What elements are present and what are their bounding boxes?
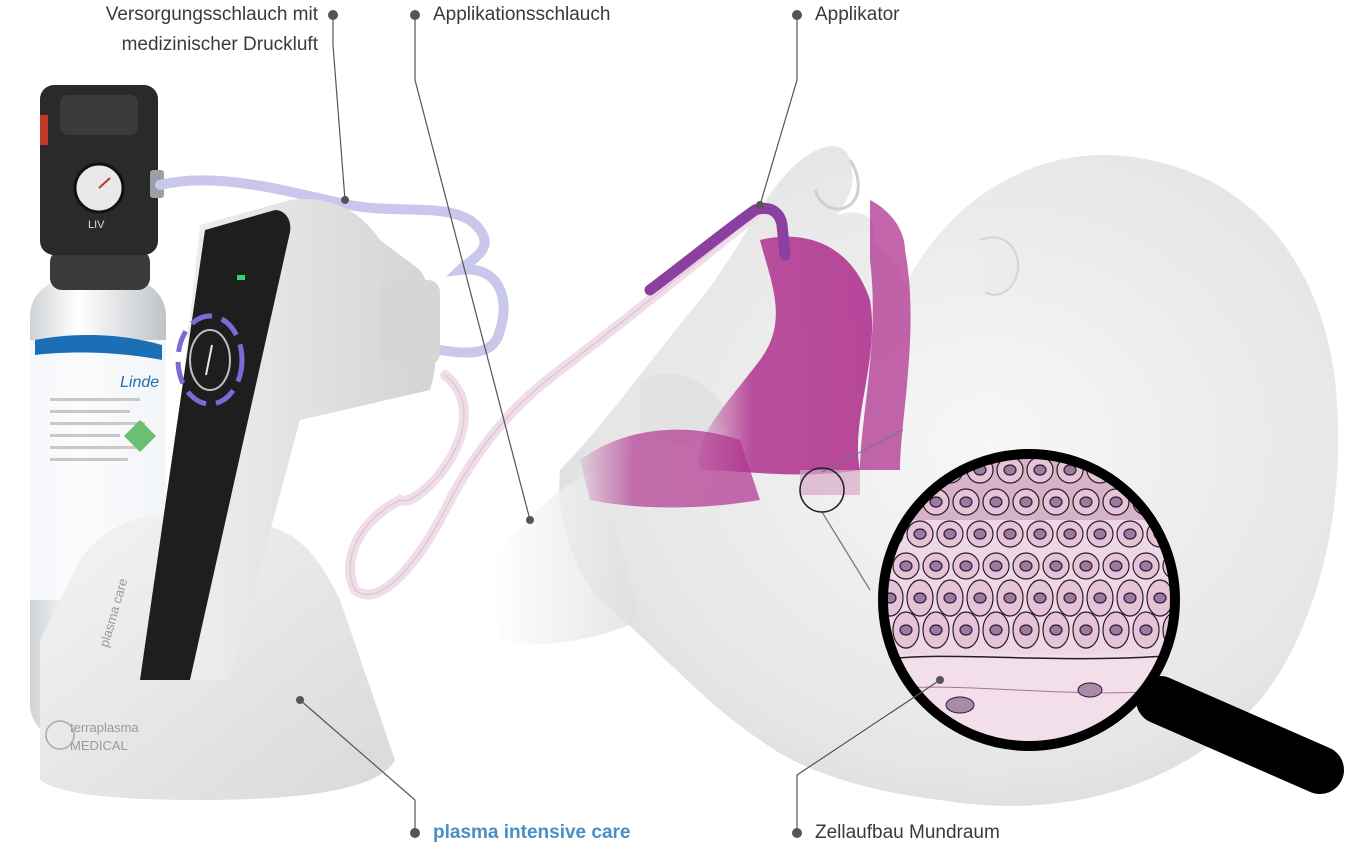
cell-nucleus-17 [1110,497,1122,507]
cell-nucleus-11 [930,497,942,507]
cell-nucleus-27 [1094,529,1106,539]
cell-nucleus-54 [1020,625,1032,635]
label-supply-tube: Versorgungsschlauch mit medizinischer Dr… [8,0,318,60]
cell-nucleus-22 [944,529,956,539]
cell-nucleus-30 [900,561,912,571]
cell-nucleus-51 [930,625,942,635]
cell-nucleus-47 [1094,593,1106,603]
cell-nucleus-44 [1004,593,1016,603]
cell-nucleus-50 [900,625,912,635]
cell-nucleus-49 [1154,593,1166,603]
base-logo-line2: MEDICAL [70,738,128,753]
label-device: plasma intensive care [433,818,631,848]
cell-nucleus-25 [1034,529,1046,539]
cell-nucleus-12 [960,497,972,507]
cell-nucleus-31 [930,561,942,571]
label-cell-structure: Zellaufbau Mundraum [815,818,1000,848]
cell-nucleus-43 [974,593,986,603]
cell-nucleus-4 [1004,465,1016,475]
cell-nucleus-46 [1064,593,1076,603]
cell-nucleus-48 [1124,593,1136,603]
cell-nucleus-38 [1140,561,1152,571]
base-logo-line1: terraplasma [70,720,139,735]
cell-nucleus-56 [1080,625,1092,635]
cell-nucleus-14 [1020,497,1032,507]
cell-nucleus-37 [1110,561,1122,571]
cell-nucleus-28 [1124,529,1136,539]
cell-nucleus-53 [990,625,1002,635]
label-application-tube: Applikationsschlauch [433,0,610,30]
cylinder-brand-text: Linde [120,374,159,391]
cell-nucleus-23 [974,529,986,539]
cell-nucleus-33 [990,561,1002,571]
cell-nucleus-42 [944,593,956,603]
cell-nucleus-21 [914,529,926,539]
cell-nucleus-41 [914,593,926,603]
regulator-label: LIV [88,219,105,231]
cell-nucleus-52 [960,625,972,635]
cell-nucleus-6 [1064,465,1076,475]
cell-nucleus-45 [1034,593,1046,603]
cell-nucleus-36 [1080,561,1092,571]
cell-nucleus-57 [1110,625,1122,635]
cell-nucleus-15 [1050,497,1062,507]
cell-nucleus-55 [1050,625,1062,635]
cell-nucleus-32 [960,561,972,571]
cell-nucleus-58 [1140,625,1152,635]
cell-nucleus-16 [1080,497,1092,507]
cell-nucleus-35 [1050,561,1062,571]
cell-nucleus-34 [1020,561,1032,571]
label-applicator: Applikator [815,0,900,30]
cell-nucleus-5 [1034,465,1046,475]
cell-nucleus-26 [1064,529,1076,539]
status-led-icon [237,275,245,280]
cell-nucleus-13 [990,497,1002,507]
cell-nucleus-24 [1004,529,1016,539]
